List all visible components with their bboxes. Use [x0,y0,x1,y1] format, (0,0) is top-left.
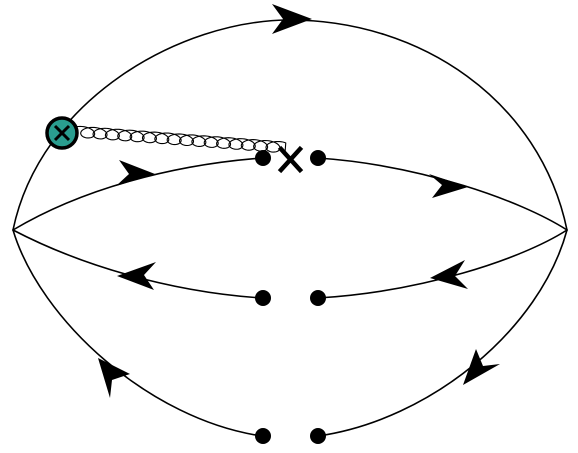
cut-dot [255,150,271,166]
arrow-right-icon [272,4,312,34]
cut-dot [310,290,326,306]
cut-dot [255,290,271,306]
arrow-right-icon [116,160,155,186]
cut-dot [310,150,326,166]
arrow-right-icon [429,174,468,198]
outer-top-line [12,19,568,231]
circled-cross-icon [45,116,79,150]
arrow-down-left-icon [463,349,500,385]
outer-bottom-line-right [317,229,568,437]
gluon-line [74,125,287,154]
cut-dot [255,428,271,444]
middle-lower-line-left [12,229,263,299]
arrow-left-icon [430,260,468,289]
middle-lower-line-right [317,229,568,299]
arrow-left-icon [117,262,156,290]
cut-dot [310,428,326,444]
arrow-up-left-icon [98,358,130,398]
outer-bottom-line-left [12,229,263,437]
cross-icon [277,145,304,174]
